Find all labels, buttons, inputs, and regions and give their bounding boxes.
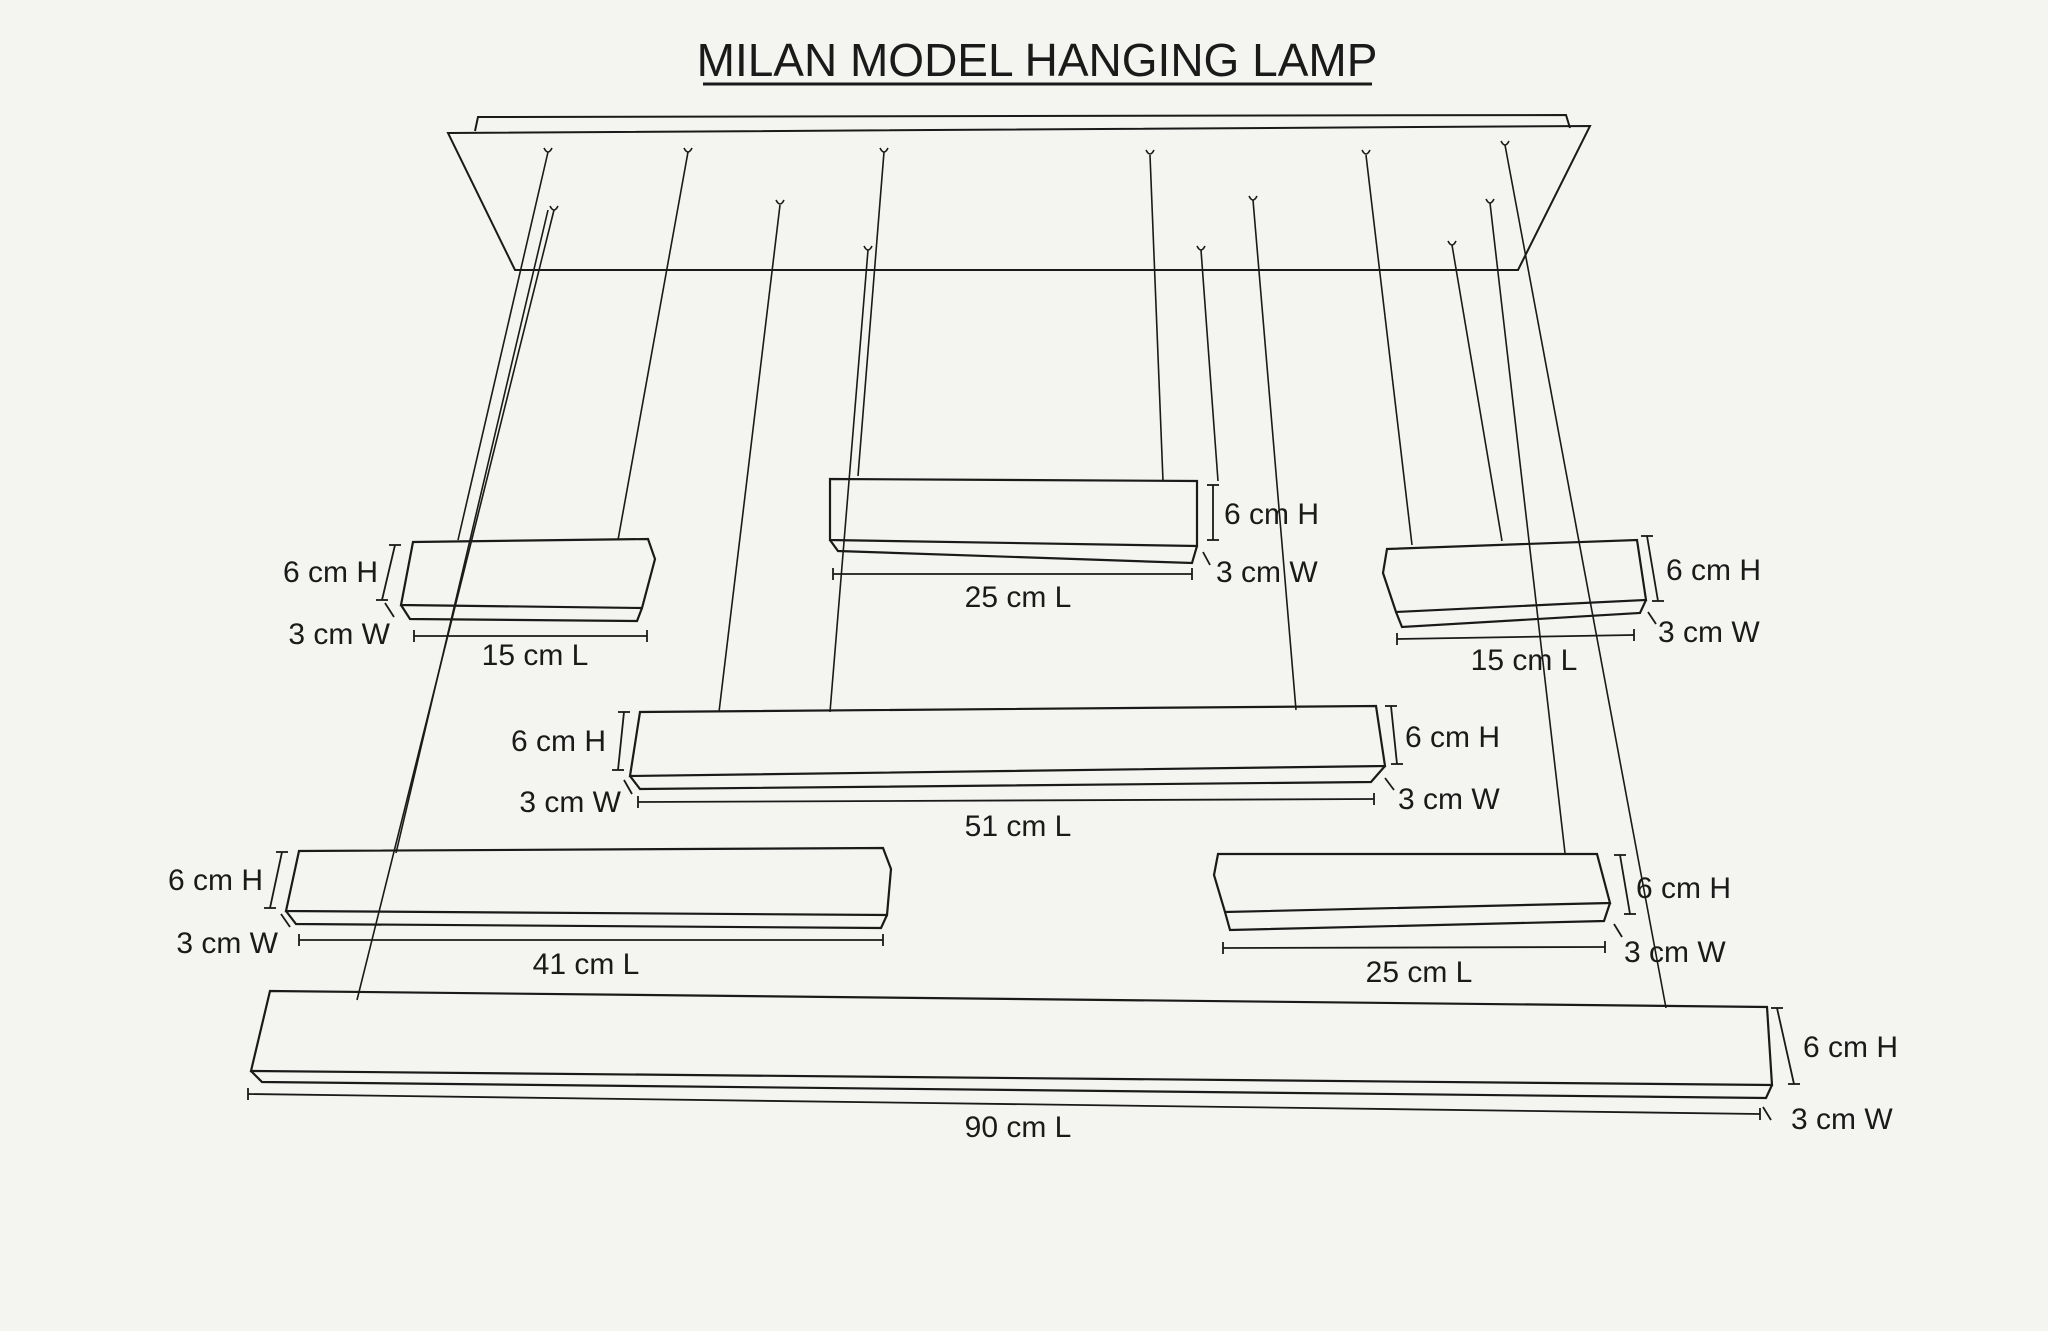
lamp-middle-width-left-label: 3 cm W	[519, 786, 621, 819]
lamp-upper-right-length-label: 15 cm L	[1471, 644, 1578, 677]
lamp-upper-left-height-label: 6 cm H	[283, 556, 378, 589]
lamp-middle-length-label: 51 cm L	[965, 810, 1072, 843]
lamp-lower-right-length-label: 25 cm L	[1366, 956, 1473, 989]
lamp-lower-left-width-label: 3 cm W	[176, 927, 278, 960]
lamp-upper-left-width-label: 3 cm W	[288, 618, 390, 651]
lamp-upper-left-length-label: 15 cm L	[482, 639, 589, 672]
lamp-bottom	[249, 989, 1774, 1100]
lamp-bottom-length-label: 90 cm L	[965, 1111, 1072, 1144]
dim-lines-lower-right	[1222, 854, 1636, 954]
suspension-cables	[356, 144, 1667, 1009]
lamp-upper-left	[399, 537, 657, 623]
lamp-lower-left	[284, 846, 893, 930]
dim-lines-top-center	[832, 484, 1219, 580]
lamp-upper-right	[1381, 538, 1648, 629]
dim-lines-upper-right	[1396, 535, 1664, 645]
lamp-upper-right-width-label: 3 cm W	[1658, 616, 1760, 649]
lamp-top-center-width-label: 3 cm W	[1216, 556, 1318, 589]
lamp-upper-right-height-label: 6 cm H	[1666, 554, 1761, 587]
lamp-lower-right-width-label: 3 cm W	[1624, 936, 1726, 969]
cable-hooks	[543, 140, 1510, 251]
dim-lines-bottom	[247, 1007, 1800, 1121]
dim-lines-lower-left	[264, 851, 884, 946]
lamp-top-center-length-label: 25 cm L	[965, 581, 1072, 614]
lamp-middle-width-right-label: 3 cm W	[1398, 783, 1500, 816]
lamp-lower-right-height-label: 6 cm H	[1636, 872, 1731, 905]
lamp-lower-right	[1212, 852, 1612, 932]
dim-lines-middle	[612, 705, 1403, 808]
lamp-top-center-height-label: 6 cm H	[1224, 498, 1319, 531]
ceiling-canopy	[446, 113, 1592, 271]
lamp-lower-left-height-label: 6 cm H	[168, 864, 263, 897]
dim-lines-upper-left	[376, 544, 648, 642]
diagram-title: MILAN MODEL HANGING LAMP	[697, 34, 1378, 86]
lamp-bottom-height-label: 6 cm H	[1803, 1031, 1898, 1064]
lamp-middle	[628, 704, 1387, 791]
lamp-top-center	[828, 477, 1199, 565]
lamp-middle-height-left-label: 6 cm H	[511, 725, 606, 758]
lamp-bottom-width-label: 3 cm W	[1791, 1103, 1893, 1136]
lamp-lower-left-length-label: 41 cm L	[533, 948, 640, 981]
lamp-middle-height-right-label: 6 cm H	[1405, 721, 1500, 754]
